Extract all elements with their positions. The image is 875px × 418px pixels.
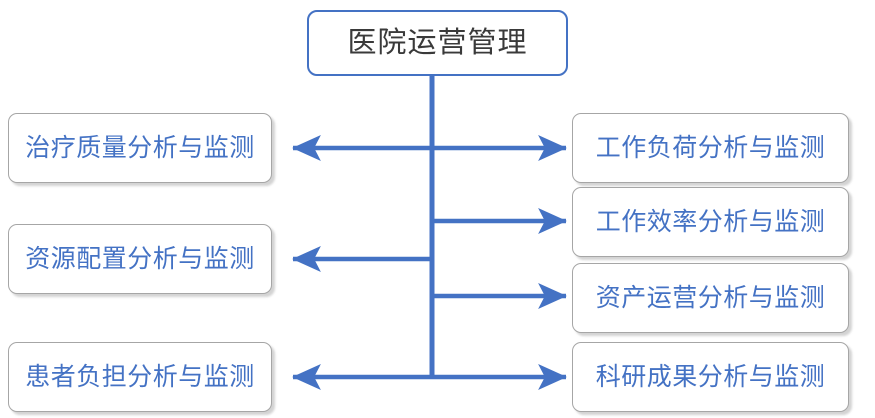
node-root[interactable]: 医院运营管理 [307,10,568,76]
node-left-treatment-quality[interactable]: 治疗质量分析与监测 [8,113,272,183]
node-right-work-efficiency-label: 工作效率分析与监测 [595,207,826,236]
node-left-patient-burden[interactable]: 患者负担分析与监测 [8,342,272,412]
node-left-resource-allocation[interactable]: 资源配置分析与监测 [8,224,272,294]
node-right-research-output-label: 科研成果分析与监测 [595,362,826,391]
node-right-research-output[interactable]: 科研成果分析与监测 [572,342,849,412]
node-left-resource-allocation-label: 资源配置分析与监测 [25,244,255,273]
node-left-patient-burden-label: 患者负担分析与监测 [25,362,255,391]
node-root-label: 医院运营管理 [347,26,528,59]
node-right-workload-label: 工作负荷分析与监测 [595,133,826,162]
node-left-treatment-quality-label: 治疗质量分析与监测 [25,133,255,162]
node-right-asset-operation-label: 资产运营分析与监测 [595,283,826,312]
node-right-work-efficiency[interactable]: 工作效率分析与监测 [572,187,849,257]
node-right-asset-operation[interactable]: 资产运营分析与监测 [572,263,849,333]
node-right-workload[interactable]: 工作负荷分析与监测 [572,113,849,183]
